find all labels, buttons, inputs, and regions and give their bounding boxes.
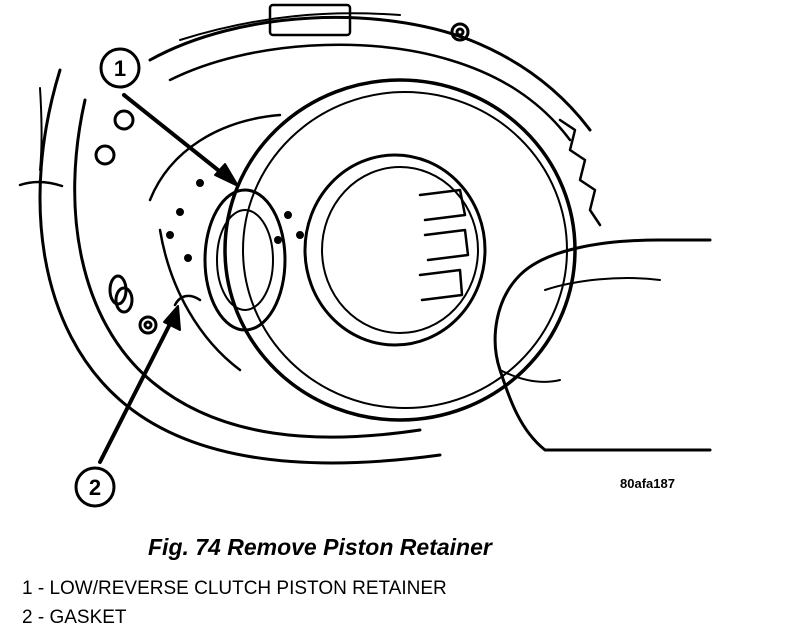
callout-1-circle — [99, 47, 141, 89]
bolt-hole — [113, 109, 135, 131]
figure-caption: Fig. 74 Remove Piston Retainer — [148, 534, 492, 560]
callout-1-leader — [122, 93, 230, 180]
case-inner-arc — [73, 98, 422, 439]
callout-2-circle — [74, 466, 116, 508]
piston-retainer-illustration: 1 2 — [18, 3, 712, 508]
callout-2-number: 2 — [89, 475, 101, 500]
piston-retainer-bore — [303, 153, 487, 347]
callout-1-number: 1 — [114, 56, 126, 81]
legend-item: 2 - GASKET — [22, 607, 127, 628]
art-code: 80afa187 — [620, 476, 675, 491]
housing-top — [148, 15, 592, 132]
bolt-hole — [94, 144, 116, 166]
callout-2-leader — [98, 318, 174, 464]
case-outer-arc — [38, 68, 442, 465]
case-edge-left — [18, 180, 64, 188]
hand — [493, 238, 712, 452]
piston-retainer-outer — [223, 78, 577, 422]
piston-retainer-rim — [242, 91, 568, 409]
legend-item: 1 - LOW/REVERSE CLUTCH PISTON RETAINER — [22, 578, 447, 599]
